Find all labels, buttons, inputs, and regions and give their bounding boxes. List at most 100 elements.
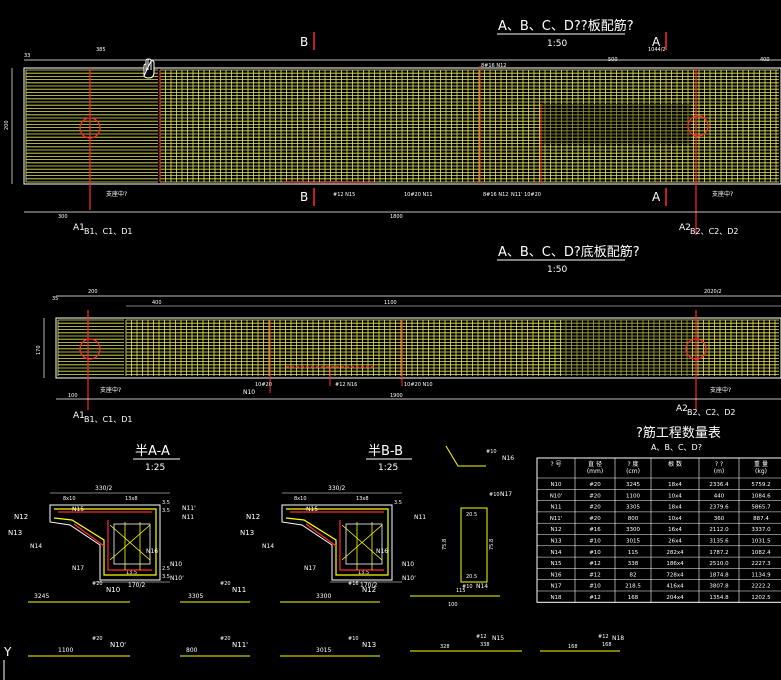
axis-a2-bottom-sub: B2、C2、D2 [687, 408, 736, 417]
bb-bar-n13-spec: #10 [348, 636, 359, 642]
table-cell: 26x4 [668, 539, 682, 545]
table-cell: #20 [589, 516, 601, 522]
table-cell: 10x4 [668, 493, 682, 499]
bb-dim-3.5: 3.5 [394, 500, 402, 506]
bb-rebar-red [290, 511, 384, 571]
aa-bar-n10p-label: N10' [110, 641, 126, 649]
axis-a1-top: A1 [73, 223, 85, 233]
aa-rebar-diag [109, 522, 151, 570]
detail-n17-label: N17 [500, 491, 512, 498]
aa-label-n12: N12 [14, 513, 28, 521]
table-cell: 18x4 [668, 505, 682, 511]
table-cell: 360 [714, 516, 725, 522]
bb-label-n16: N16 [376, 548, 388, 555]
table-header-cell: (mm) [587, 468, 603, 475]
aa-bar-n11-label: N11 [232, 586, 246, 594]
detail-dim-328: 328 [440, 644, 450, 650]
aa-bar-n11-len: 3305 [188, 593, 203, 600]
table-cell: 218.5 [625, 584, 641, 590]
aa-rebar-outer [53, 508, 157, 576]
bb-dim-13x8: 13x8 [356, 496, 369, 502]
label-support-left-top: 支座中? [106, 190, 127, 198]
aa-bar-n10-label: N10 [106, 586, 120, 594]
aa-dim-3.5c: 3.5 [162, 574, 170, 580]
table-header-cell: 直 径 [588, 460, 602, 468]
table-cell: 1354.8 [709, 595, 729, 601]
aa-dim-2.5: 2.5 [162, 566, 170, 572]
table-cell: 338 [628, 561, 639, 567]
aa-bar-n11p-label: N11' [232, 641, 248, 649]
aa-bar-n11p-spec: #20 [220, 636, 231, 642]
aa-label-n14: N14 [30, 543, 42, 550]
table-cell: 3135.6 [709, 539, 729, 545]
table-cell: #12 [589, 595, 601, 601]
axis-a2-top: A2 [679, 223, 691, 233]
bottom-plan-dim-2020: 2020/2 [704, 289, 722, 295]
table-cell: N10 [550, 482, 562, 488]
table-cell: 440 [714, 493, 725, 499]
table-cell: 282x4 [666, 550, 684, 556]
detail-n17-shape [460, 507, 488, 583]
bb-label-n17: N17 [304, 565, 316, 572]
table-header-cell: (kg) [755, 468, 767, 475]
aa-bar-n10-spec: #20 [92, 581, 103, 587]
label-n12-top: 8#16 N12 [481, 63, 506, 69]
aa-bar-n10p-len: 1100 [58, 647, 73, 654]
table-cell: N13 [550, 539, 562, 545]
ucs-icon-label: Y [3, 645, 12, 659]
section-aa: 半A-A 1:25 330/2 8x10 13x8 3.5 3.5 170/2 … [8, 444, 250, 657]
table-cell: 5865.7 [751, 505, 771, 511]
table-cell: 416x4 [666, 584, 684, 590]
label-support-right-bottom: 支座中? [710, 386, 731, 394]
table-cell: 10x4 [668, 516, 682, 522]
detail-n14-label: N14 [476, 583, 488, 590]
table-cell: N18 [550, 595, 562, 601]
table-cell: 5759.2 [751, 482, 770, 488]
bb-bar-n12-label: N12 [362, 586, 376, 594]
aa-label-n11: N11 [182, 514, 194, 521]
table-cell: 1084.6 [751, 493, 771, 499]
aa-inner-rect [113, 523, 151, 565]
top-support-circle-left [79, 117, 101, 139]
bottom-plan-scale: 1:50 [547, 265, 567, 275]
label-n12-bottom: 8#16 N12 [483, 192, 508, 198]
pan-hand-icon[interactable] [143, 58, 155, 79]
aa-bar-n11p-len: 800 [186, 647, 198, 654]
table-cell: 1202.5 [751, 595, 771, 601]
table-cell: 2222.2 [751, 584, 770, 590]
detail-dim-168a: 168 [568, 644, 578, 650]
bb-inner-rect [345, 523, 383, 565]
table-cell: 2336.4 [709, 482, 729, 488]
section-mark-a-bottom: A [652, 190, 661, 204]
bottom-plan-title: A、B、C、D?底板配筋? [498, 244, 640, 260]
bb-bar-n13-label: N13 [362, 641, 376, 649]
table-cell: N10' [550, 493, 563, 499]
top-plan-dim-500: 500 [608, 57, 618, 63]
detail-dim-168b: 168 [602, 642, 612, 648]
label-n16: #12 N16 [335, 382, 357, 388]
aa-dim-3.5b: 3.5 [162, 508, 170, 514]
detail-dim-75.8a: 75.8 [442, 539, 448, 550]
table-subtitle: A、B、C、D? [651, 443, 702, 452]
detail-dim-115: 115 [456, 588, 466, 594]
bottom-plan-dim-1900: 1900 [390, 393, 403, 399]
bottom-plan-dim-200: 200 [88, 289, 98, 295]
table-cell: 3807.8 [709, 584, 729, 590]
aa-label-n10: N10 [170, 561, 182, 568]
table-cell: #10 [589, 584, 601, 590]
section-aa-scale: 1:25 [145, 463, 165, 473]
detail-dim-75.8b: 75.8 [489, 539, 495, 550]
bb-label-n12: N12 [246, 513, 260, 521]
bb-dim-330: 330/2 [328, 485, 345, 492]
table-cell: 2510.0 [709, 561, 729, 567]
top-plan-dim-300: 300 [58, 214, 68, 220]
bottom-mesh-shade [562, 320, 692, 376]
ucs-icon: Y [3, 645, 12, 680]
table-header-cell: 根 数 [668, 460, 682, 468]
table-cell: 115 [628, 550, 639, 556]
table-cell: N11 [550, 505, 561, 511]
bottom-slab-rebar-mesh [57, 319, 779, 376]
detail-n15-label: N15 [492, 635, 504, 642]
top-plan-scale: 1:50 [547, 39, 567, 49]
